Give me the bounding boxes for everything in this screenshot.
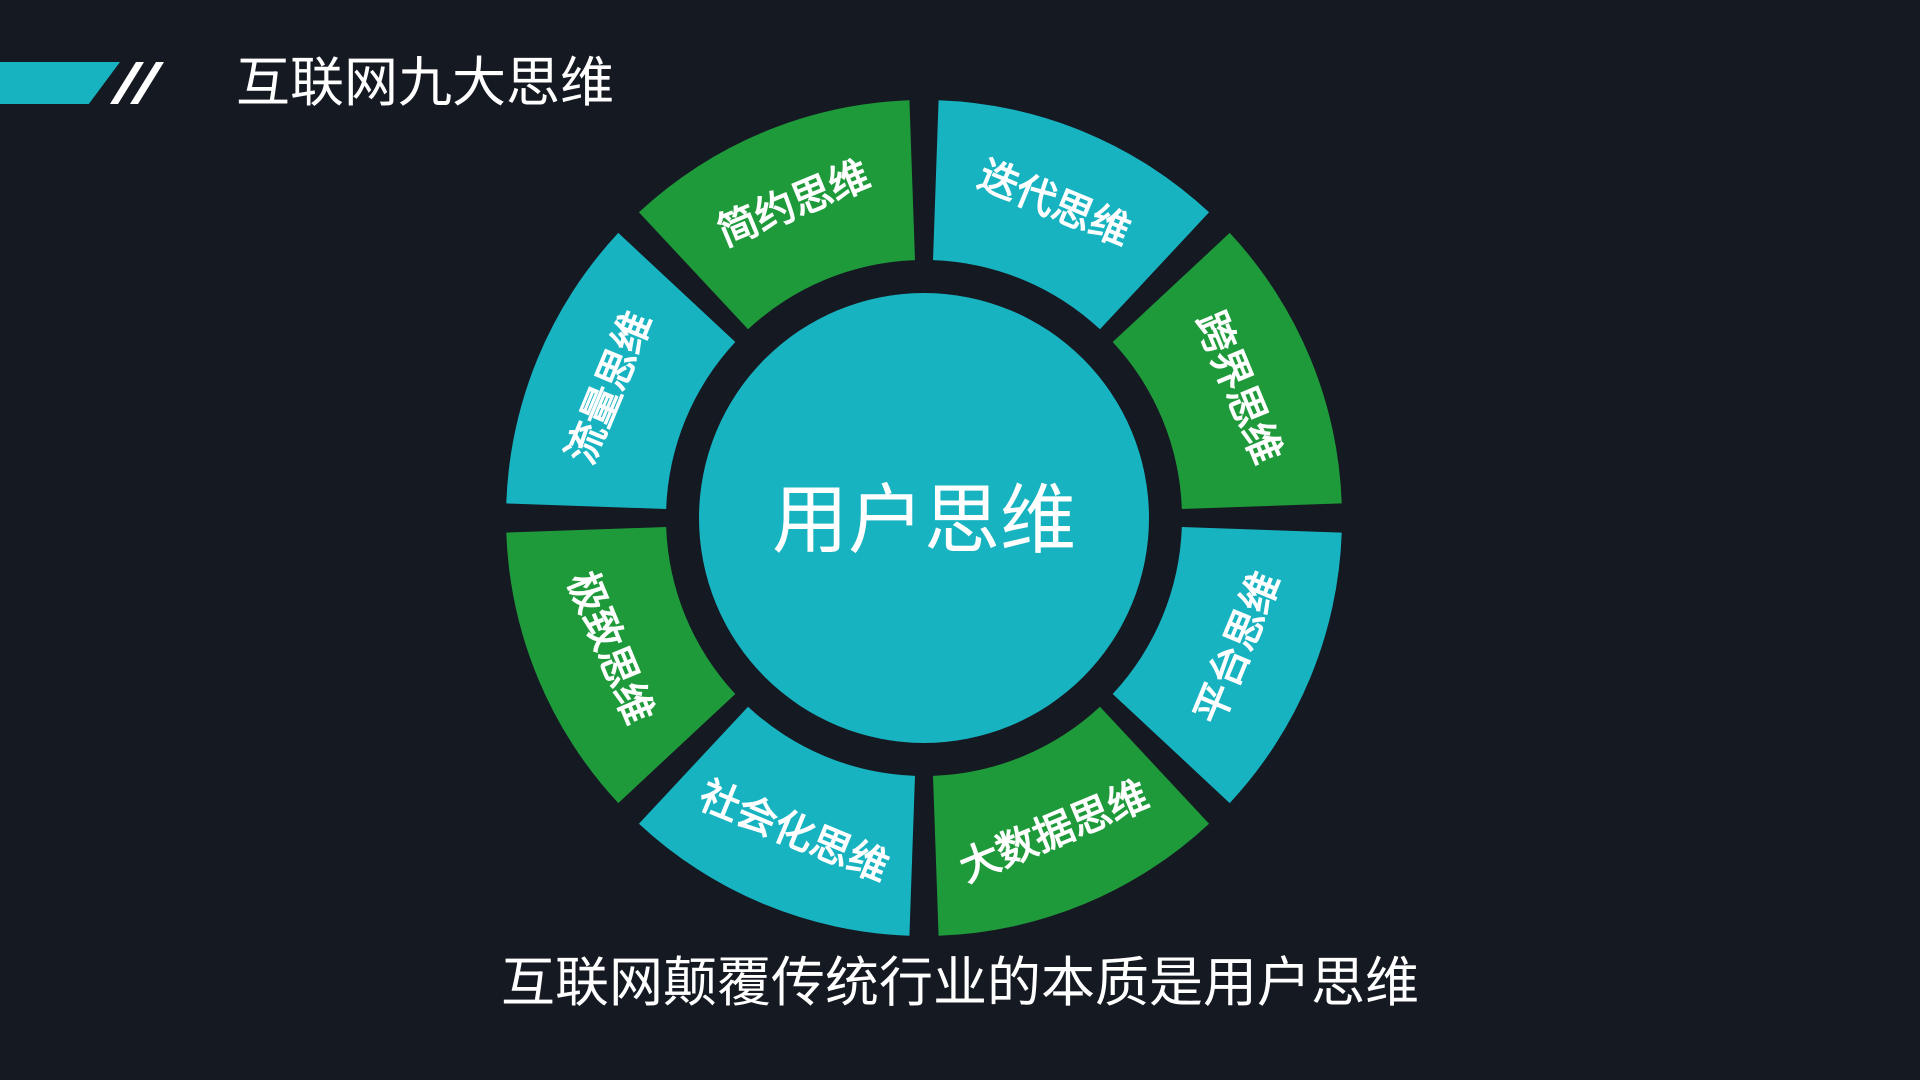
ring-segment — [638, 706, 915, 936]
page-title: 互联网九大思维 — [236, 51, 614, 114]
ring-segment — [1112, 527, 1342, 804]
double-slash-icon — [110, 62, 164, 104]
ring-segment — [506, 527, 736, 804]
ring-segment — [933, 100, 1210, 330]
ring-segment — [638, 100, 915, 330]
center-circle — [699, 293, 1149, 743]
ring-segment — [506, 232, 736, 509]
footer-caption: 互联网颠覆传统行业的本质是用户思维 — [501, 951, 1419, 1014]
ring-segment — [1112, 232, 1342, 509]
ring-segment — [933, 706, 1210, 936]
center-label: 用户思维 — [772, 476, 1076, 565]
wheel-segments — [506, 100, 1342, 936]
